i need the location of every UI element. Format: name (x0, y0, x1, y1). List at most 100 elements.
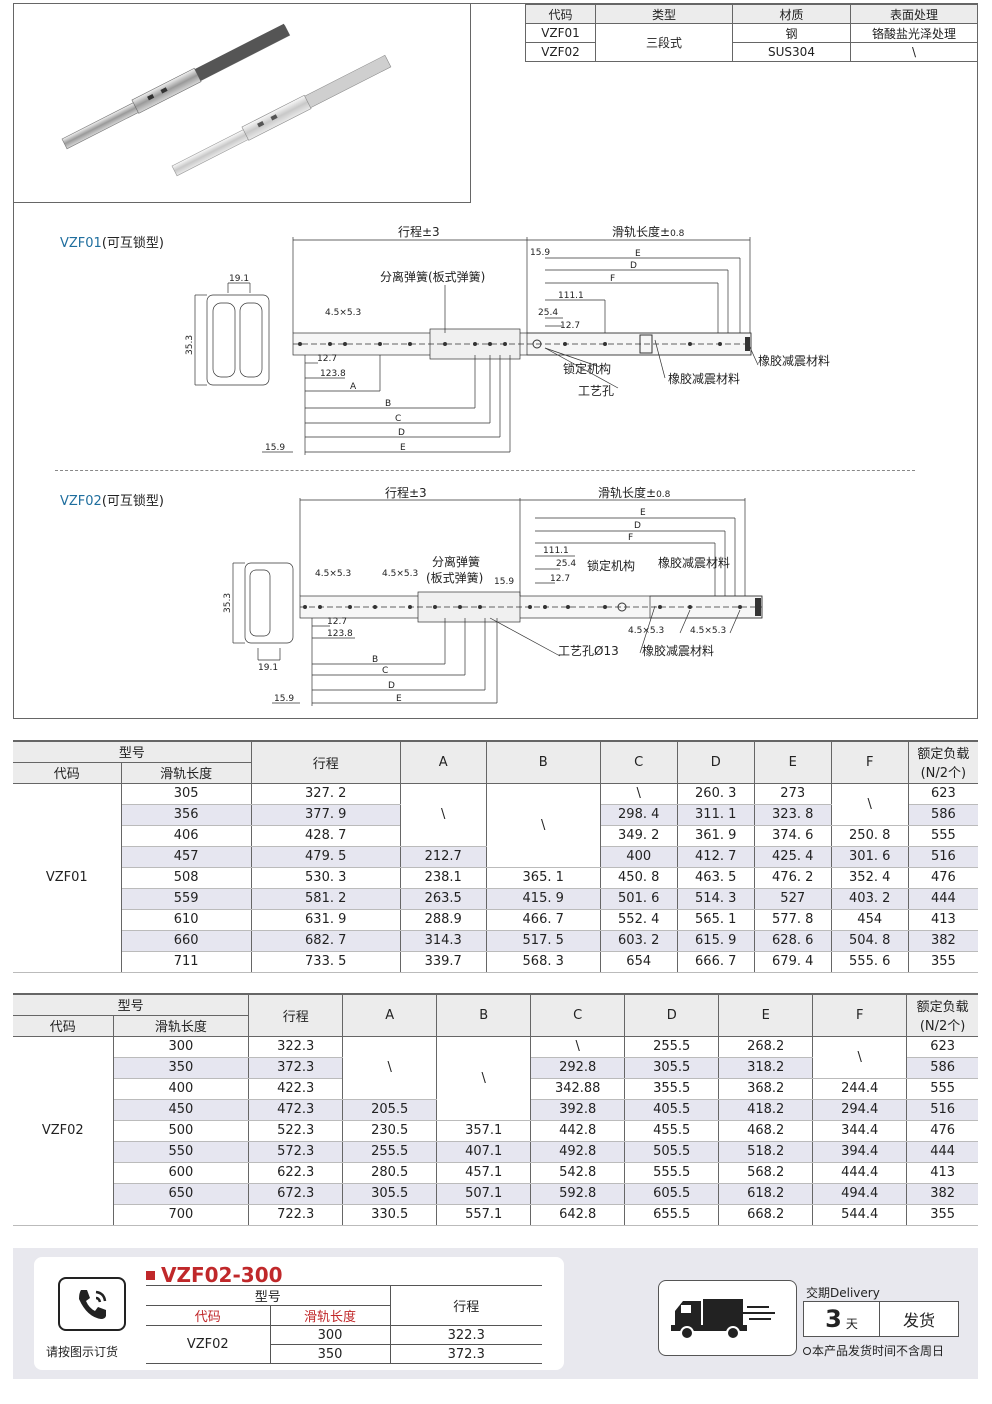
spec-header-material: 材质 (732, 4, 851, 24)
cell-a: 205.5 (342, 1099, 438, 1121)
cell-d: 405.5 (624, 1099, 720, 1121)
vzf02-size-table: 型号 行程 A B C D E F 额定负载(N/2个) 代码 滑轨长度 VZF… (13, 993, 978, 1226)
cell-a: 314.3 (399, 930, 487, 952)
vzf02-drawing: 行程±3 滑轨长度±0.8 分离弹簧 (板式弹簧) 锁定机构 橡胶减震材料 工艺… (223, 485, 763, 706)
cell-c: 592.8 (530, 1183, 626, 1205)
header-E: E (753, 741, 832, 784)
cell-c: 349. 2 (599, 825, 678, 847)
cell-len: 457 (121, 846, 252, 868)
cell-f: 250. 8 (830, 825, 909, 847)
cell-load: 413 (907, 909, 978, 931)
cell-load: 355 (907, 951, 978, 973)
dim-123-8: 123.8 (320, 369, 346, 379)
header-D: D (676, 741, 755, 784)
cell-e: 418.2 (718, 1099, 814, 1121)
cell-load: 382 (906, 1183, 978, 1205)
vzf02-code: VZF02 (60, 494, 102, 509)
vzf02-lock-label: 锁定机构 (587, 558, 635, 573)
header-stroke: 行程 (248, 994, 344, 1037)
dim-hole: 4.5×5.3 (325, 308, 361, 318)
vzf01-hole-label: 工艺孔 (578, 384, 614, 398)
cell-c: 442.8 (530, 1120, 626, 1142)
cell-e: 268.2 (718, 1036, 814, 1058)
dim-111-1: 111.1 (543, 546, 569, 556)
header-C: C (530, 994, 626, 1037)
cell-f: 294.4 (812, 1099, 908, 1121)
dim-B: B (385, 399, 391, 409)
cell-load: 476 (907, 867, 978, 889)
delivery-unit: 天 (845, 1316, 858, 1331)
cell-b: 457.1 (436, 1162, 532, 1184)
cell-len: 300 (112, 1036, 250, 1058)
cell-a: 330.5 (342, 1204, 438, 1226)
vzf02-note: (可互锁型) (101, 494, 164, 509)
cell-c: 501. 6 (599, 888, 678, 910)
cell-len: 305 (120, 783, 252, 805)
dim-25-4: 25.4 (538, 308, 558, 318)
circle-bullet-icon (803, 1347, 811, 1355)
cell-e: 679. 4 (753, 951, 832, 973)
cell-stroke: 581. 2 (250, 888, 401, 910)
cell-a: 255.5 (342, 1141, 438, 1163)
cell-e: 618.2 (718, 1183, 814, 1205)
header-len: 滑轨长度 (120, 762, 252, 784)
product-photo (13, 3, 471, 203)
spec-material: SUS304 (732, 42, 851, 62)
cell-load: 586 (906, 1057, 978, 1079)
cell-d: 311. 1 (676, 804, 755, 826)
cell-b: 557.1 (436, 1204, 532, 1226)
cell-stroke: 422.3 (248, 1078, 344, 1100)
header-model: 型号 (13, 741, 252, 763)
cell-a: \ (399, 783, 487, 847)
vzf02-label: VZF02(可互锁型) (60, 490, 164, 509)
header-model: 型号 (13, 994, 250, 1016)
cell-e: 323. 8 (753, 804, 832, 826)
row-code: VZF01 (13, 783, 122, 973)
cell-d: 565. 1 (676, 909, 755, 931)
cell-d: 605.5 (624, 1183, 720, 1205)
cell-load: 623 (907, 783, 978, 805)
vzf01-spring-label: 分离弹簧(板式弹簧) (380, 269, 485, 284)
cell-f: 344.4 (812, 1120, 908, 1142)
spec-header-surface: 表面处理 (850, 4, 978, 24)
header-D: D (624, 994, 720, 1037)
vzf01-rubber-label-2: 橡胶减震材料 (758, 353, 830, 368)
vzf01-stroke-label: 行程±3 (398, 224, 440, 239)
vzf02-slide-len: 滑轨长度±0.8 (598, 485, 671, 500)
cell-len: 610 (121, 909, 252, 931)
vzf02-rubber-label-1: 橡胶减震材料 (658, 555, 730, 570)
cell-a: 305.5 (342, 1183, 438, 1205)
delivery-days: 3 (825, 1305, 842, 1333)
delivery-note-text: 本产品发货时间不含周日 (812, 1344, 945, 1358)
cell-stroke: 322.3 (248, 1036, 344, 1058)
cell-stroke: 722.3 (248, 1204, 344, 1226)
cell-len: 559 (121, 888, 252, 910)
cell-b: 507.1 (436, 1183, 532, 1205)
cell-b: 415. 9 (485, 888, 601, 910)
cell-load: 382 (907, 930, 978, 952)
vzf01-size-table: 型号 行程 A B C D E F 额定负载(N/2个) 代码 滑轨长度 VZF… (13, 740, 978, 973)
cell-d: 505.5 (624, 1141, 720, 1163)
order-caption: 请按图示订货 (46, 1345, 119, 1359)
spec-material: 钢 (732, 23, 851, 43)
cell-stroke: 377. 9 (250, 804, 401, 826)
vzf01-code: VZF01 (60, 236, 102, 251)
cell-e: 273 (753, 783, 832, 805)
dim-E2: E (640, 508, 646, 518)
cell-f: 444.4 (812, 1162, 908, 1184)
order-title-text: VZF02-300 (161, 1263, 283, 1287)
order-stroke: 372.3 (389, 1344, 542, 1364)
dim-height: 35.3 (223, 593, 233, 613)
header-E: E (718, 994, 814, 1037)
cell-f: 394.4 (812, 1141, 908, 1163)
dim-hole-4: 4.5×5.3 (690, 626, 726, 636)
order-header-model: 型号 (146, 1285, 390, 1306)
cell-load: 516 (907, 846, 978, 868)
spec-header-type: 类型 (595, 4, 733, 24)
spec-code: VZF01 (525, 23, 596, 43)
order-header-stroke: 行程 (389, 1285, 542, 1326)
